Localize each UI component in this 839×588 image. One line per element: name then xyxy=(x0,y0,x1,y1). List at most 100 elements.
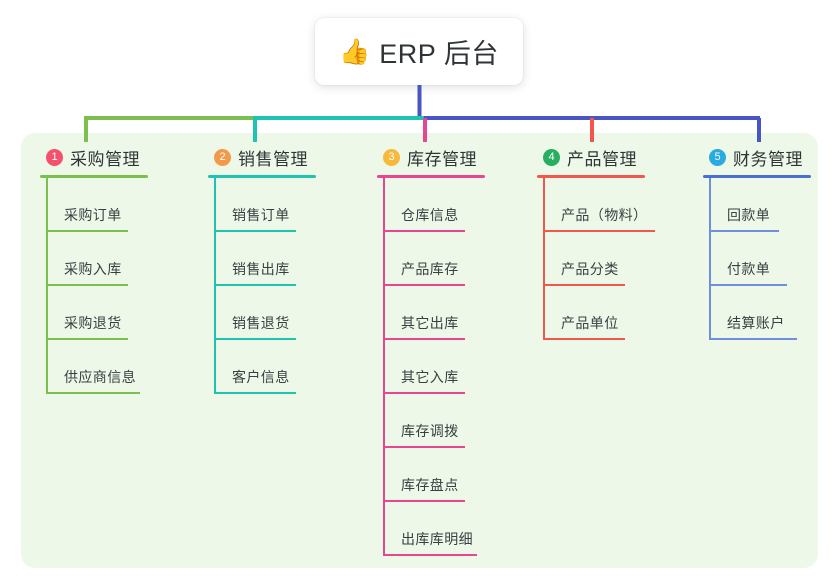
leaf-label: 采购退货 xyxy=(64,315,122,331)
leaf-item[interactable]: 采购入库 xyxy=(40,232,188,286)
leaf-label: 出库库明细 xyxy=(401,531,473,547)
branch-header-5[interactable]: 5 财务管理 xyxy=(703,145,839,170)
branch-column-1: 1 采购管理 采购订单 采购入库 采购退货 供应商信 xyxy=(40,145,188,394)
leaf-item[interactable]: 回款单 xyxy=(703,178,839,232)
leaf-rule xyxy=(543,338,625,340)
leaf-label: 结算账户 xyxy=(727,315,785,331)
leaf-label: 库存调拨 xyxy=(401,423,459,439)
leaf-item[interactable]: 客户信息 xyxy=(208,340,356,394)
branch-header-1[interactable]: 1 采购管理 xyxy=(40,145,188,170)
leaf-rule xyxy=(46,230,128,232)
branch-rule-1 xyxy=(40,175,148,178)
leaf-rule xyxy=(383,338,465,340)
thumbs-up-icon: 👍 xyxy=(339,38,371,66)
branch-column-3: 3 库存管理 仓库信息 产品库存 其它出库 其它入库 xyxy=(377,145,525,556)
branch-spine-4 xyxy=(543,178,545,340)
leaf-label: 销售出库 xyxy=(232,261,290,277)
branch-items-2: 销售订单 销售出库 销售退货 客户信息 xyxy=(208,178,356,394)
leaf-rule xyxy=(383,392,465,394)
leaf-item[interactable]: 产品分类 xyxy=(537,232,697,286)
leaf-label: 产品（物料） xyxy=(561,207,648,223)
leaf-rule xyxy=(709,230,779,232)
leaf-item[interactable]: 销售出库 xyxy=(208,232,356,286)
branch-header-2[interactable]: 2 销售管理 xyxy=(208,145,356,170)
branch-number-badge-2: 2 xyxy=(214,149,231,166)
branch-items-4: 产品（物料） 产品分类 产品单位 xyxy=(537,178,697,340)
branch-rule-3 xyxy=(377,175,485,178)
leaf-label: 供应商信息 xyxy=(64,369,136,385)
leaf-rule xyxy=(46,392,140,394)
branch-title-4: 产品管理 xyxy=(567,150,637,169)
leaf-label: 销售订单 xyxy=(232,207,290,223)
branch-column-5: 5 财务管理 回款单 付款单 结算账户 xyxy=(703,145,839,340)
leaf-label: 产品单位 xyxy=(561,315,619,331)
branch-items-3: 仓库信息 产品库存 其它出库 其它入库 库存调拨 xyxy=(377,178,525,556)
branch-number-badge-4: 4 xyxy=(543,149,560,166)
branch-column-2: 2 销售管理 销售订单 销售出库 销售退货 客户信息 xyxy=(208,145,356,394)
leaf-label: 产品分类 xyxy=(561,261,619,277)
leaf-label: 付款单 xyxy=(727,261,771,277)
leaf-item[interactable]: 供应商信息 xyxy=(40,340,188,394)
leaf-rule xyxy=(383,554,477,556)
leaf-label: 客户信息 xyxy=(232,369,290,385)
leaf-label: 采购入库 xyxy=(64,261,122,277)
branch-title-1: 采购管理 xyxy=(70,150,140,169)
leaf-item[interactable]: 付款单 xyxy=(703,232,839,286)
root-node-label: ERP 后台 xyxy=(379,39,499,69)
leaf-rule xyxy=(383,230,465,232)
leaf-rule xyxy=(46,338,128,340)
branch-spine-2 xyxy=(214,178,216,394)
leaf-rule xyxy=(709,338,797,340)
leaf-rule xyxy=(214,230,296,232)
leaf-rule xyxy=(543,284,625,286)
branch-items-5: 回款单 付款单 结算账户 xyxy=(703,178,839,340)
leaf-item[interactable]: 产品单位 xyxy=(537,286,697,340)
branch-title-5: 财务管理 xyxy=(733,150,803,169)
leaf-item[interactable]: 产品库存 xyxy=(377,232,525,286)
leaf-label: 回款单 xyxy=(727,207,771,223)
leaf-rule xyxy=(214,284,296,286)
leaf-item[interactable]: 库存盘点 xyxy=(377,448,525,502)
branch-title-2: 销售管理 xyxy=(238,150,308,169)
leaf-rule xyxy=(214,338,296,340)
branch-title-3: 库存管理 xyxy=(407,150,477,169)
branch-items-1: 采购订单 采购入库 采购退货 供应商信息 xyxy=(40,178,188,394)
branch-spine-1 xyxy=(46,178,48,394)
leaf-label: 其它入库 xyxy=(401,369,459,385)
leaf-item[interactable]: 产品（物料） xyxy=(537,178,697,232)
leaf-item[interactable]: 出库库明细 xyxy=(377,502,525,556)
leaf-item[interactable]: 采购退货 xyxy=(40,286,188,340)
branch-header-4[interactable]: 4 产品管理 xyxy=(537,145,697,170)
branch-number-badge-3: 3 xyxy=(383,149,400,166)
leaf-rule xyxy=(46,284,128,286)
leaf-label: 仓库信息 xyxy=(401,207,459,223)
leaf-label: 采购订单 xyxy=(64,207,122,223)
branches-panel xyxy=(21,133,818,568)
leaf-rule xyxy=(214,392,296,394)
leaf-rule xyxy=(383,446,465,448)
branch-header-3[interactable]: 3 库存管理 xyxy=(377,145,525,170)
leaf-label: 库存盘点 xyxy=(401,477,459,493)
leaf-item[interactable]: 销售订单 xyxy=(208,178,356,232)
branch-spine-3 xyxy=(383,178,385,556)
leaf-rule xyxy=(543,230,655,232)
leaf-rule xyxy=(709,284,787,286)
leaf-item[interactable]: 仓库信息 xyxy=(377,178,525,232)
leaf-item[interactable]: 其它出库 xyxy=(377,286,525,340)
branch-spine-5 xyxy=(709,178,711,340)
leaf-item[interactable]: 销售退货 xyxy=(208,286,356,340)
leaf-item[interactable]: 其它入库 xyxy=(377,340,525,394)
branch-number-badge-1: 1 xyxy=(46,149,63,166)
root-node[interactable]: 👍 ERP 后台 xyxy=(315,18,523,85)
branch-number-badge-5: 5 xyxy=(709,149,726,166)
leaf-rule xyxy=(383,284,465,286)
branch-rule-4 xyxy=(537,175,645,178)
branch-rule-2 xyxy=(208,175,316,178)
leaf-item[interactable]: 库存调拨 xyxy=(377,394,525,448)
leaf-item[interactable]: 采购订单 xyxy=(40,178,188,232)
leaf-item[interactable]: 结算账户 xyxy=(703,286,839,340)
branch-column-4: 4 产品管理 产品（物料） 产品分类 产品单位 xyxy=(537,145,697,340)
leaf-rule xyxy=(383,500,465,502)
